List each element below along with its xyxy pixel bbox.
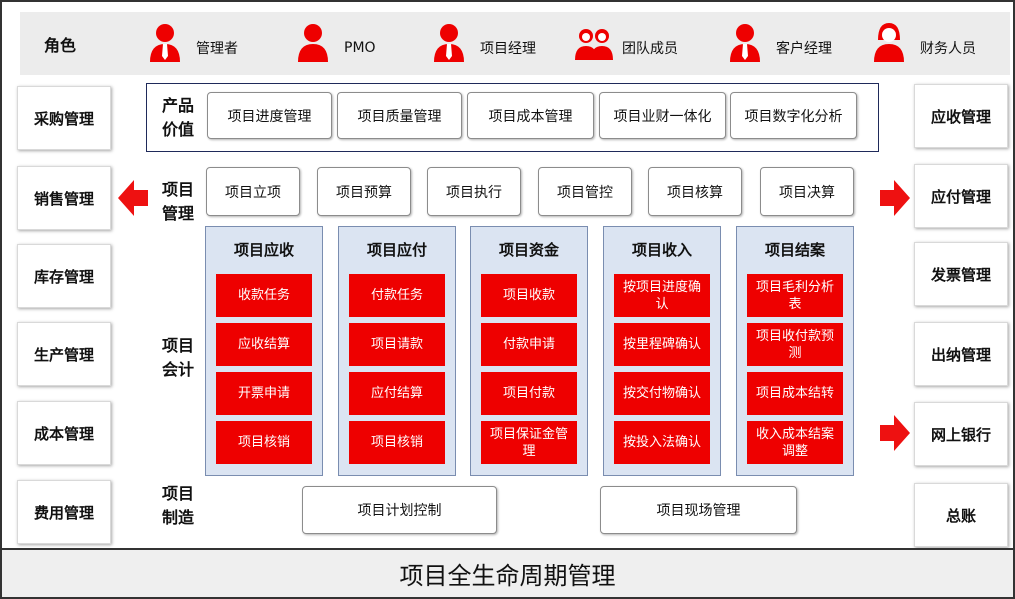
project-management-item: 项目立项 <box>206 167 300 216</box>
left-module: 销售管理 <box>17 166 111 230</box>
accounting-column: 项目资金项目收款付款申请项目付款项目保证金管理 <box>470 226 588 476</box>
role-item: PMO <box>296 20 376 64</box>
role-item: 财务人员 <box>872 20 976 64</box>
role-label: 项目经理 <box>480 41 536 57</box>
accounting-item: 项目保证金管理 <box>481 421 577 464</box>
role-label: PMO <box>344 40 376 56</box>
role-item: 团队成员 <box>574 20 678 64</box>
right-module: 应收管理 <box>914 84 1008 148</box>
project-management-item: 项目核算 <box>648 167 742 216</box>
manager-icon <box>148 22 182 62</box>
left-module: 生产管理 <box>17 322 111 386</box>
accounting-column-title: 项目收入 <box>631 241 692 259</box>
accounting-item: 按里程碑确认 <box>614 323 710 366</box>
right-module: 应付管理 <box>914 164 1008 228</box>
accounting-item: 项目付款 <box>481 372 577 415</box>
role-label: 财务人员 <box>920 41 976 57</box>
right-module: 发票管理 <box>914 242 1008 306</box>
arrow-left-icon <box>118 180 148 216</box>
left-module: 成本管理 <box>17 401 111 465</box>
accounting-item: 项目请款 <box>349 323 445 366</box>
project-accounting-label: 项目会计 <box>161 336 194 379</box>
accounting-column-title: 项目应付 <box>366 241 427 259</box>
accounting-item: 付款任务 <box>349 274 445 317</box>
accounting-item: 按项目进度确认 <box>614 274 710 317</box>
accounting-column: 项目应收收款任务应收结算开票申请项目核销 <box>205 226 323 476</box>
role-item: 管理者 <box>148 20 238 64</box>
accounting-item: 项目核销 <box>216 421 312 464</box>
left-module: 费用管理 <box>17 480 111 544</box>
accounting-item: 按投入法确认 <box>614 421 710 464</box>
accounting-column: 项目收入按项目进度确认按里程碑确认按交付物确认按投入法确认 <box>603 226 721 476</box>
left-module: 库存管理 <box>17 244 111 308</box>
accounting-item: 收款任务 <box>216 274 312 317</box>
project-manufacturing-item: 项目计划控制 <box>302 486 497 534</box>
manager-icon <box>432 22 466 62</box>
right-module: 出纳管理 <box>914 322 1008 386</box>
right-module: 网上银行 <box>914 402 1008 466</box>
arrow-right-icon <box>880 180 910 216</box>
user-icon <box>296 22 330 62</box>
accounting-item: 按交付物确认 <box>614 372 710 415</box>
product-value-item: 项目成本管理 <box>467 92 594 139</box>
accounting-column: 项目应付付款任务项目请款应付结算项目核销 <box>338 226 456 476</box>
roles-bar: 角色 <box>20 12 1010 75</box>
project-manufacturing-label: 项目制造 <box>161 484 194 527</box>
accounting-item: 项目成本结转 <box>747 372 843 415</box>
manager-icon <box>728 22 762 62</box>
accounting-column-title: 项目应收 <box>233 241 294 259</box>
project-management-item: 项目预算 <box>317 167 411 216</box>
accounting-item: 收入成本结案调整 <box>747 421 843 464</box>
product-value-item: 项目业财一体化 <box>599 92 726 139</box>
accounting-column-title: 项目结案 <box>764 241 825 259</box>
role-label: 团队成员 <box>622 41 678 57</box>
accounting-item: 项目核销 <box>349 421 445 464</box>
arrow-right-icon <box>880 415 910 451</box>
left-module: 采购管理 <box>17 86 111 150</box>
project-management-item: 项目管控 <box>538 167 632 216</box>
role-label: 客户经理 <box>776 41 832 57</box>
accounting-item: 开票申请 <box>216 372 312 415</box>
role-label: 管理者 <box>196 41 238 57</box>
product-value-item: 项目质量管理 <box>337 92 462 139</box>
accounting-item: 应收结算 <box>216 323 312 366</box>
accounting-column-title: 项目资金 <box>498 241 559 259</box>
role-item: 客户经理 <box>728 20 832 64</box>
accounting-item: 项目毛利分析表 <box>747 274 843 317</box>
roles-title: 角色 <box>44 36 77 55</box>
project-management-item: 项目决算 <box>760 167 854 216</box>
accounting-item: 付款申请 <box>481 323 577 366</box>
project-management-label: 项目管理 <box>161 180 194 223</box>
project-management-item: 项目执行 <box>427 167 521 216</box>
female-user-icon <box>872 22 906 62</box>
project-manufacturing-item: 项目现场管理 <box>600 486 797 534</box>
team-icon <box>574 22 613 62</box>
footer-title: 项目全生命周期管理 <box>2 548 1013 597</box>
product-value-label: 产品价值 <box>161 96 194 139</box>
accounting-column: 项目结案项目毛利分析表项目收付款预测项目成本结转收入成本结案调整 <box>736 226 854 476</box>
product-value-item: 项目数字化分析 <box>730 92 857 139</box>
accounting-item: 应付结算 <box>349 372 445 415</box>
accounting-item: 项目收款 <box>481 274 577 317</box>
product-value-item: 项目进度管理 <box>207 92 332 139</box>
role-item: 项目经理 <box>432 20 536 64</box>
right-module: 总账 <box>914 483 1008 547</box>
accounting-item: 项目收付款预测 <box>747 323 843 366</box>
